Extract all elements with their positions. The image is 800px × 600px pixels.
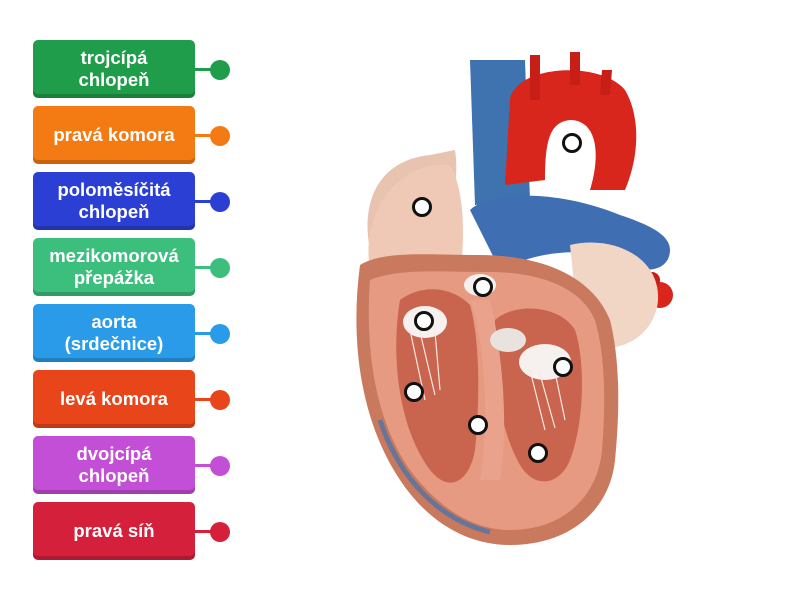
label-list: trojcípá chlopeň pravá komora poloměsíči… — [0, 0, 240, 600]
drag-knob[interactable] — [210, 60, 230, 80]
heart-model-image — [340, 40, 700, 560]
drag-knob[interactable] — [210, 258, 230, 278]
label-tricuspid-valve[interactable]: trojcípá chlopeň — [33, 40, 195, 98]
drop-target-bicuspid-valve[interactable] — [553, 357, 573, 377]
connector-line — [195, 398, 217, 401]
label-interventricular-septum[interactable]: mezikomorová přepážka — [33, 238, 195, 296]
drop-target-aorta[interactable] — [562, 133, 582, 153]
connector-line — [195, 332, 217, 335]
drop-target-left-ventricle[interactable] — [528, 443, 548, 463]
connector-line — [195, 266, 217, 269]
drag-knob[interactable] — [210, 522, 230, 542]
heart-cross-section — [356, 52, 673, 545]
label-right-atrium[interactable]: pravá síň — [33, 502, 195, 560]
connector-line — [195, 134, 217, 137]
drop-target-interventricular-septum[interactable] — [468, 415, 488, 435]
label-bicuspid-valve[interactable]: dvojcípá chlopeň — [33, 436, 195, 494]
connector-line — [195, 200, 217, 203]
connector-line — [195, 530, 217, 533]
label-aorta[interactable]: aorta (srdečnice) — [33, 304, 195, 362]
drag-knob[interactable] — [210, 192, 230, 212]
connector-line — [195, 464, 217, 467]
drop-target-semilunar-valve[interactable] — [473, 277, 493, 297]
drop-target-right-atrium[interactable] — [412, 197, 432, 217]
drag-knob[interactable] — [210, 324, 230, 344]
connector-line — [195, 68, 217, 71]
label-semilunar-valve[interactable]: poloměsíčitá chlopeň — [33, 172, 195, 230]
label-right-ventricle[interactable]: pravá komora — [33, 106, 195, 164]
drag-knob[interactable] — [210, 390, 230, 410]
label-left-ventricle[interactable]: levá komora — [33, 370, 195, 428]
drag-knob[interactable] — [210, 126, 230, 146]
drop-target-right-ventricle[interactable] — [404, 382, 424, 402]
drag-knob[interactable] — [210, 456, 230, 476]
drop-target-tricuspid-valve[interactable] — [414, 311, 434, 331]
